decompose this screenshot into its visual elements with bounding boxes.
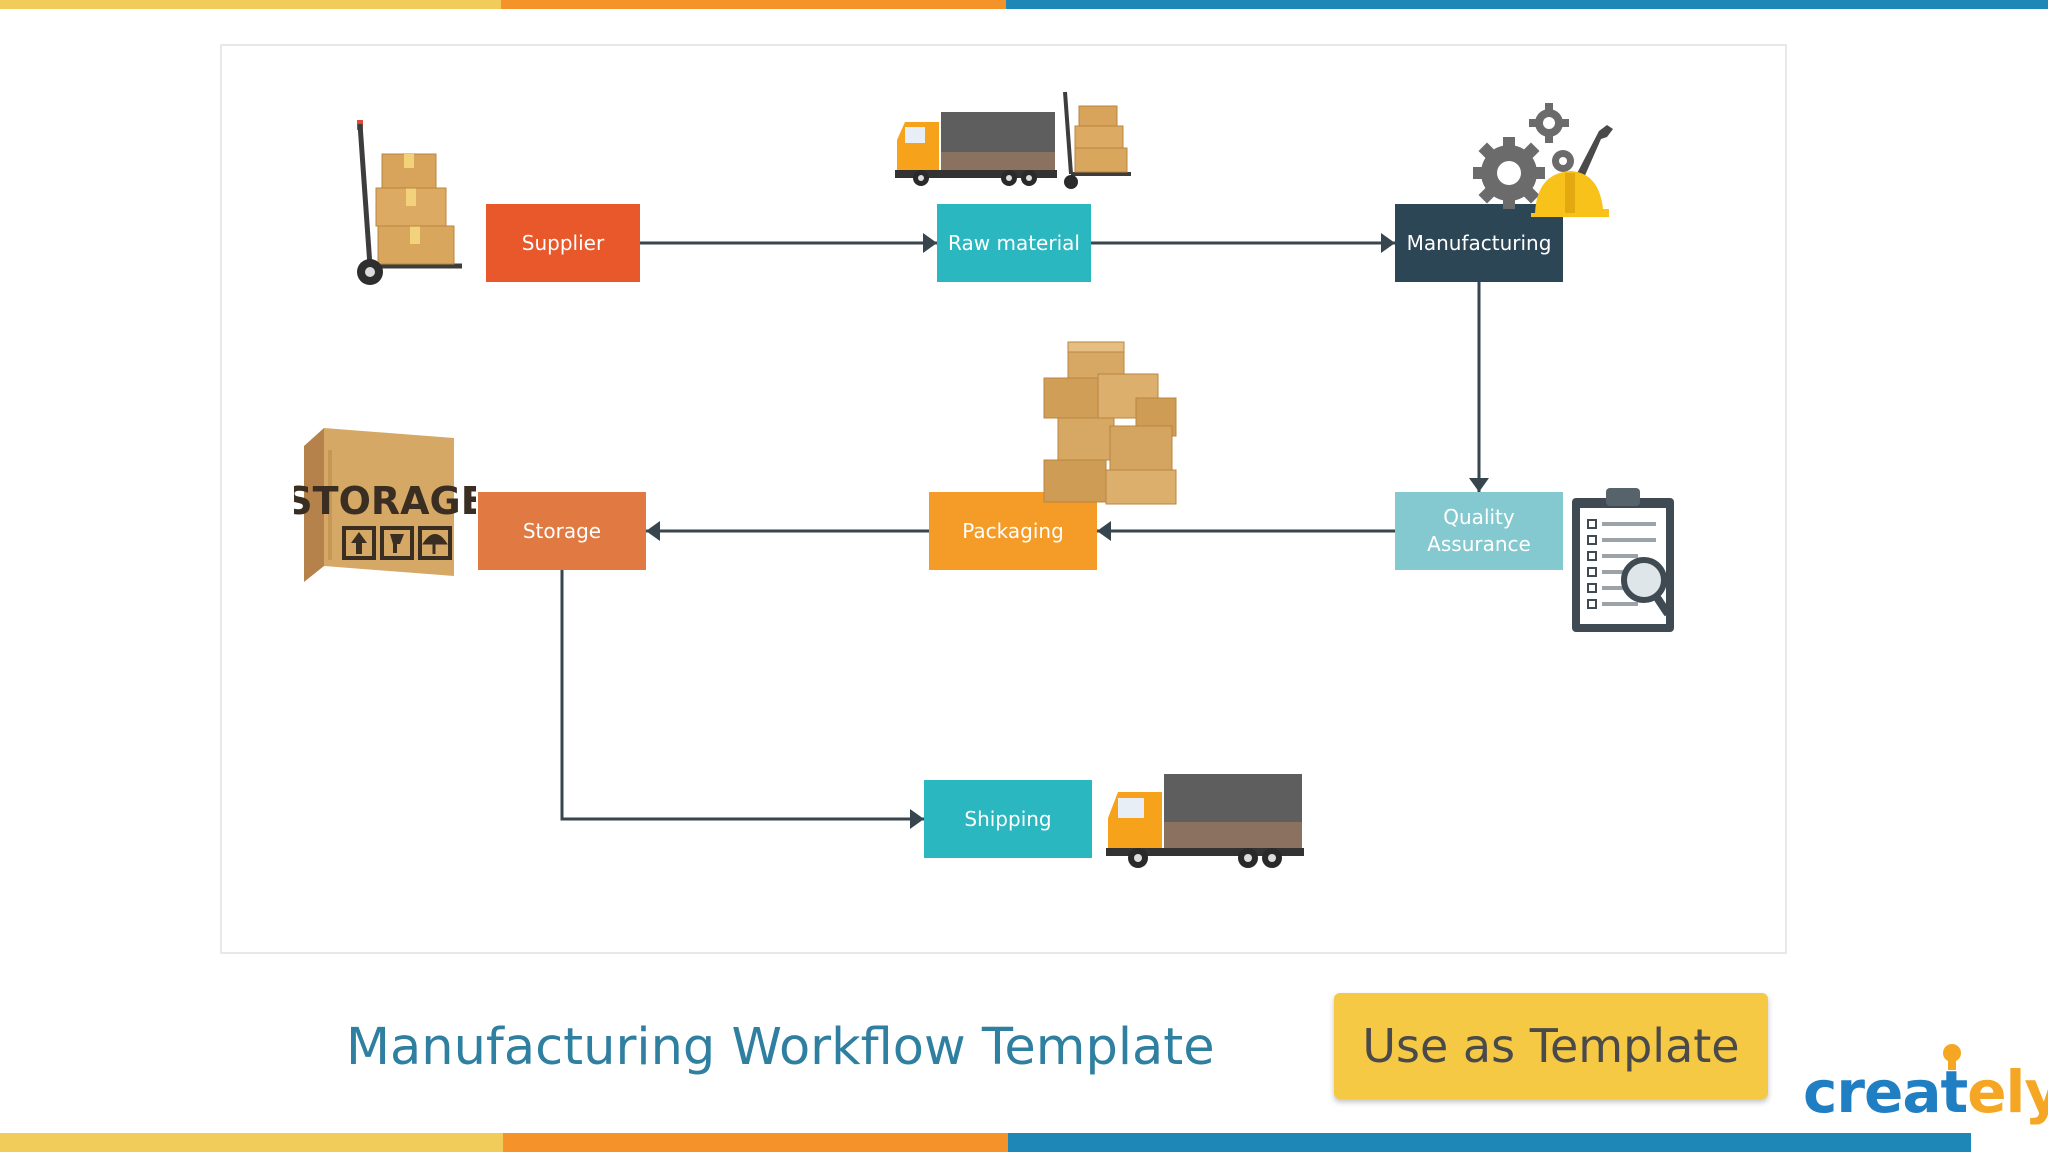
node-raw-material[interactable]: Raw material: [937, 204, 1091, 282]
boxes-pile-icon: [1043, 341, 1177, 505]
clipboard-checklist-icon: [1572, 488, 1674, 632]
node-manufacturing[interactable]: Manufacturing: [1395, 204, 1563, 282]
arrowhead: [1381, 233, 1395, 253]
storage-box-icon: STORAGE: [294, 428, 476, 582]
bottom-stripe-orange: [503, 1133, 1008, 1152]
arrowhead: [646, 521, 660, 541]
node-supplier[interactable]: Supplier: [486, 204, 640, 282]
page-title: Manufacturing Workflow Template: [346, 1018, 1215, 1077]
lightbulb-icon: [1943, 1044, 1961, 1070]
node-storage[interactable]: Storage: [478, 492, 646, 570]
arrowhead: [923, 233, 937, 253]
creately-logo[interactable]: creately: [1803, 1058, 2048, 1126]
gears-icon: [1473, 103, 1613, 217]
bottom-stripe-yellow: [0, 1133, 503, 1152]
connector-layer: [560, 233, 1489, 829]
storage-box-label: STORAGE: [294, 479, 476, 523]
logo-text-part1: creat: [1803, 1058, 1968, 1126]
truck-icon: [895, 91, 1131, 189]
connector-storage-to-shipping: [560, 570, 924, 821]
hand-truck-icon: [357, 120, 462, 285]
bottom-stripe-blue: [1008, 1133, 1971, 1152]
delivery-truck-icon: [1106, 774, 1304, 868]
logo-text-part2: ely: [1967, 1058, 2048, 1126]
node-packaging[interactable]: Packaging: [929, 492, 1097, 570]
top-stripe-yellow: [0, 0, 501, 9]
arrowhead: [1097, 521, 1111, 541]
node-shipping[interactable]: Shipping: [924, 780, 1092, 858]
use-as-template-button[interactable]: Use as Template: [1334, 993, 1768, 1099]
top-stripe-blue: [1006, 0, 2048, 9]
diagram-canvas[interactable]: Supplier Raw material Manufacturing Qual…: [220, 44, 1787, 954]
arrowhead: [1469, 478, 1489, 492]
node-quality-assurance[interactable]: Quality Assurance: [1395, 492, 1563, 570]
arrowhead: [910, 809, 924, 829]
top-stripe-orange: [501, 0, 1006, 9]
